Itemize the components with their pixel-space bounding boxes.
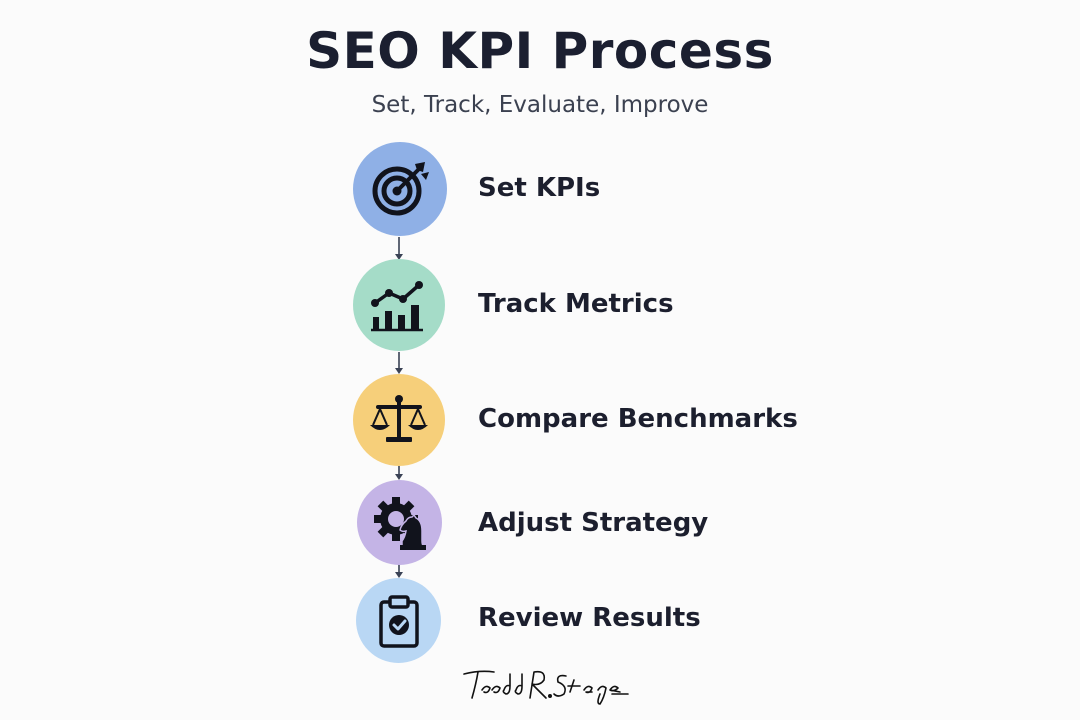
step-track-metrics <box>353 259 445 351</box>
scale-icon <box>370 395 428 442</box>
clipboard-check-icon <box>378 594 419 648</box>
step-label-set-kpis: Set KPIs <box>478 173 601 203</box>
page-subtitle: Set, Track, Evaluate, Improve <box>371 92 709 118</box>
step-circle <box>353 374 445 466</box>
step-label-review-results: Review Results <box>478 603 701 633</box>
step-set-kpis <box>353 142 447 236</box>
step-circle <box>356 578 441 663</box>
step-circle <box>353 259 445 351</box>
page-title: SEO KPI Process <box>306 22 774 80</box>
step-label-compare-benchmarks: Compare Benchmarks <box>478 404 798 434</box>
arrowhead-1-2 <box>395 254 403 260</box>
step-label-adjust-strategy: Adjust Strategy <box>478 508 709 538</box>
step-label-track-metrics: Track Metrics <box>478 289 674 319</box>
step-circle <box>353 142 447 236</box>
arrowhead-3-4 <box>395 474 403 480</box>
arrowhead-2-3 <box>395 368 403 374</box>
target-icon <box>372 162 429 216</box>
step-review-results <box>356 578 441 663</box>
bar-chart-trend-icon <box>371 281 423 332</box>
arrowhead-4-5 <box>395 572 403 578</box>
step-adjust-strategy <box>357 480 442 565</box>
step-compare-benchmarks <box>353 374 445 466</box>
signature-logo <box>463 670 629 705</box>
step-circle <box>357 480 442 565</box>
gear-chess-knight-icon <box>373 496 426 550</box>
